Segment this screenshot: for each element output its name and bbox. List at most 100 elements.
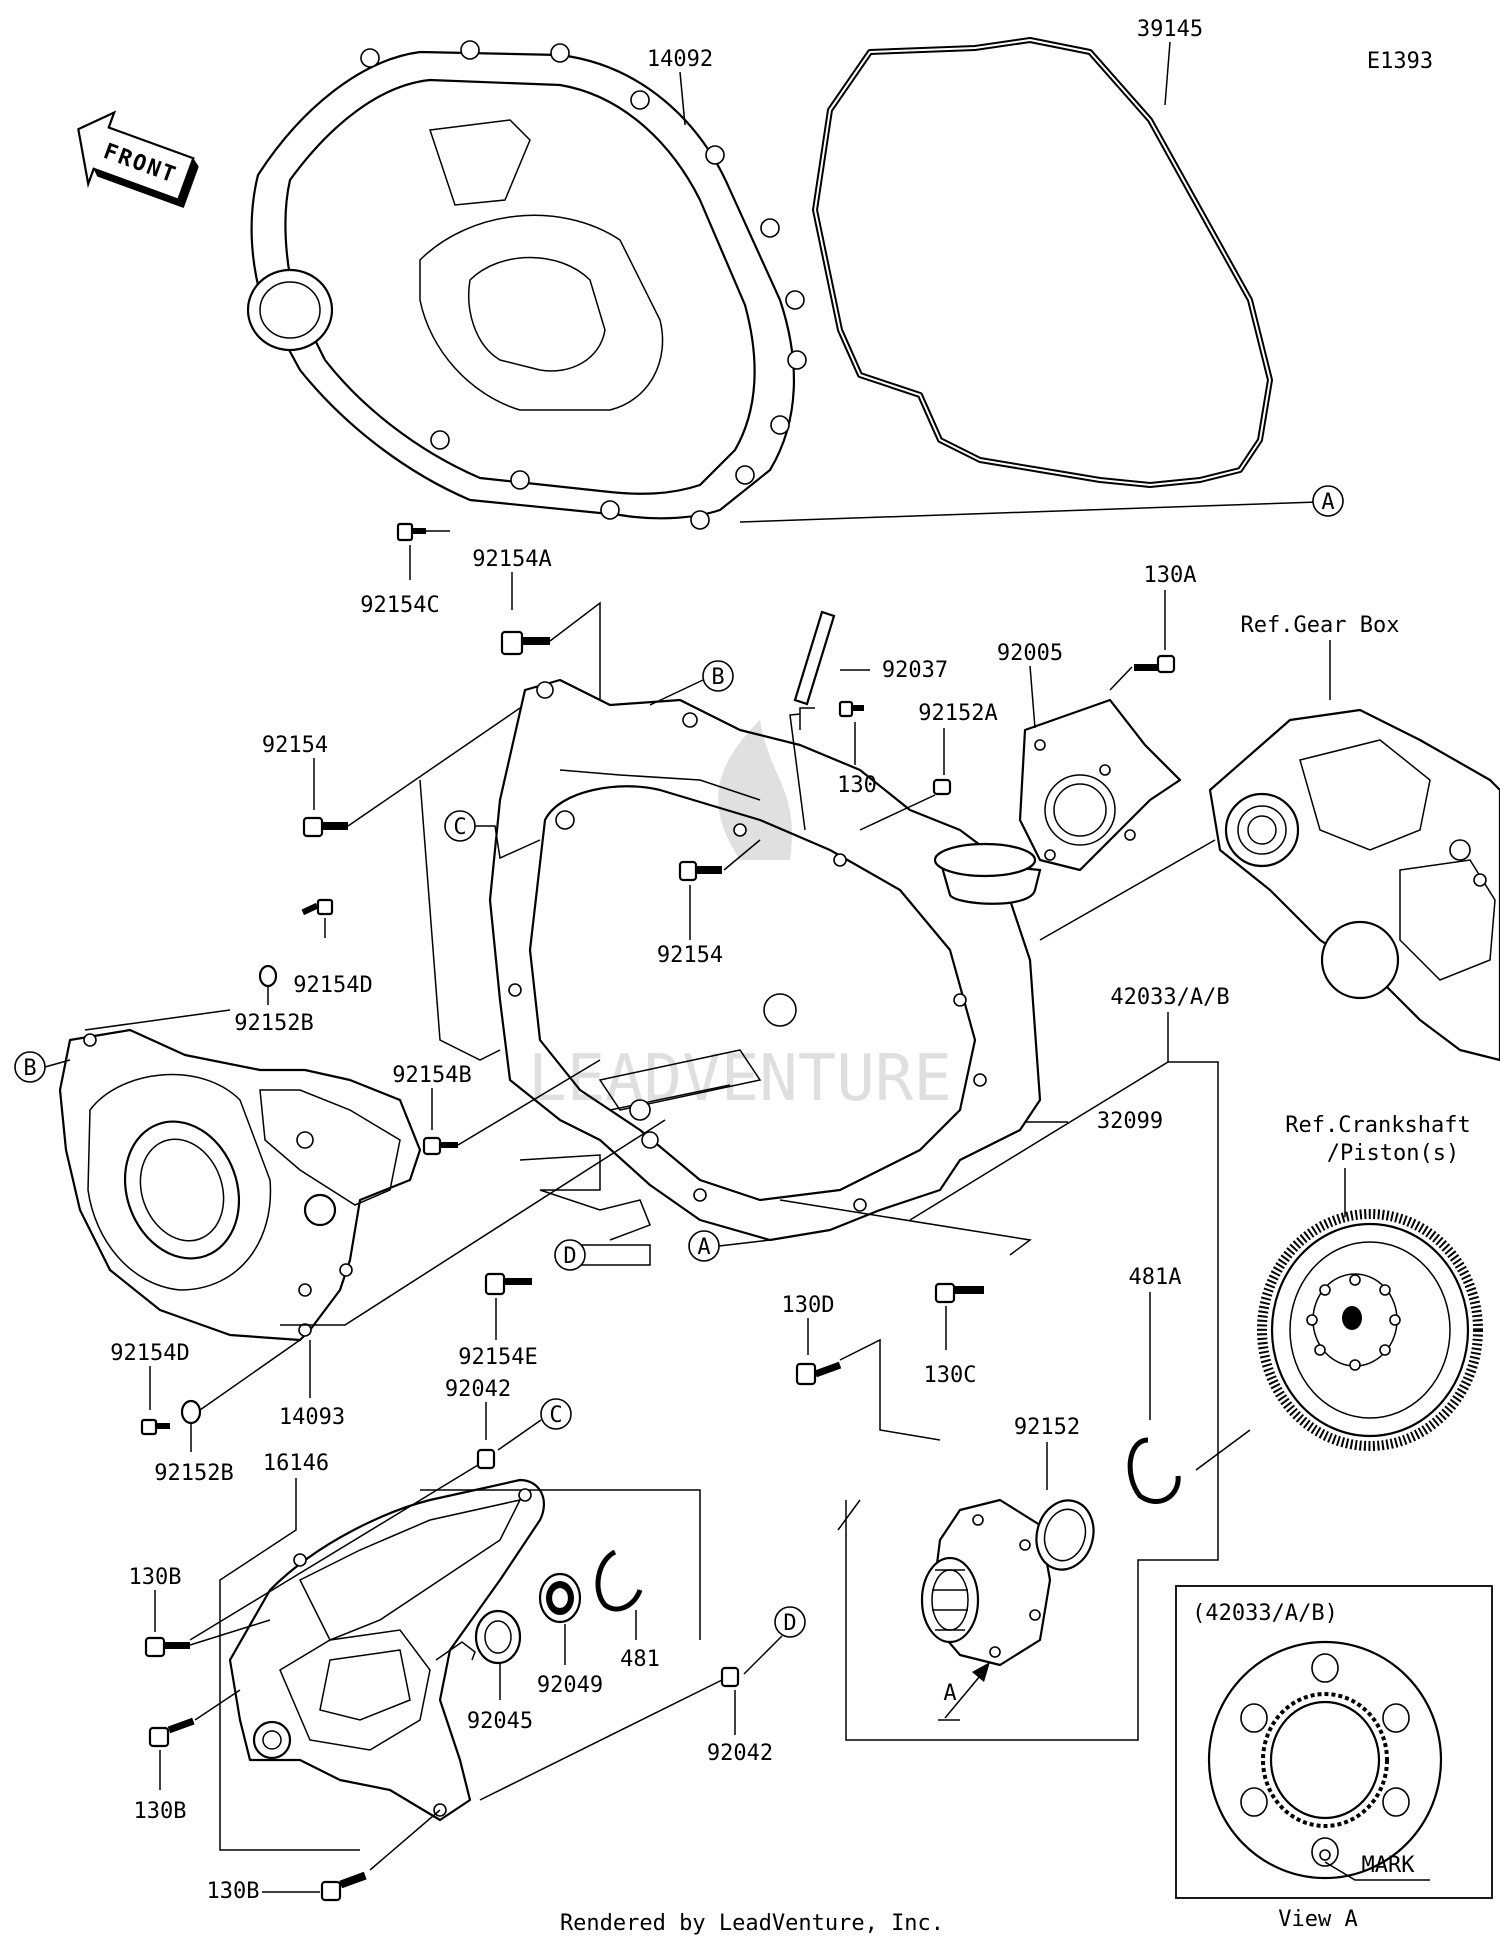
bolt-92154C (396, 522, 426, 542)
part-label-92154A: 92154A (472, 547, 551, 572)
part-label-92045: 92045 (467, 1709, 533, 1734)
callout-b-upper: B (702, 660, 734, 692)
part-label-92037: 92037 (882, 658, 948, 683)
part-label-92152B-upper: 92152B (234, 1011, 313, 1036)
diagram-code: E1393 (1367, 49, 1433, 74)
seal-92049 (538, 1572, 582, 1624)
ref-gear-box-label: Ref.Gear Box (1241, 613, 1400, 638)
part-label-130A: 130A (1144, 563, 1197, 588)
gasket-92005 (1018, 698, 1182, 872)
view-a-label: View A (1278, 1907, 1357, 1932)
part-label-92049: 92049 (537, 1673, 603, 1698)
cover-16146 (228, 1478, 545, 1822)
dowel-92042-lower (720, 1666, 740, 1688)
svg-text:C: C (453, 815, 466, 840)
bolt-92154-left (302, 816, 348, 838)
part-label-481: 481 (620, 1647, 660, 1672)
part-label-92154-center: 92154 (657, 943, 723, 968)
part-label-92152: 92152 (1014, 1415, 1080, 1440)
part-label-92042-lower: 92042 (707, 1741, 773, 1766)
part-label-92154E: 92154E (458, 1345, 537, 1370)
view-a-inset: (42033/A/B) MARK (1175, 1585, 1493, 1899)
mark-label: MARK (1362, 1853, 1416, 1878)
bolt-92154-center (678, 860, 722, 882)
watermark: LEADVENTURE (528, 720, 952, 1116)
part-label-92152A: 92152A (918, 701, 997, 726)
callout-d-upper: D (554, 1239, 586, 1271)
gear-box-reference (1208, 708, 1500, 1062)
bolt-92154E (484, 1272, 532, 1296)
part-label-92154D-lower: 92154D (110, 1341, 189, 1366)
callout-a-lower: A (688, 1230, 720, 1262)
circlip-481 (595, 1549, 643, 1612)
bolt-92154B (422, 1136, 458, 1156)
washer-92152B-upper (258, 964, 278, 988)
clutch-cover-14092 (246, 40, 807, 530)
part-label-14093: 14093 (279, 1405, 345, 1430)
part-label-130B-1: 130B (129, 1565, 182, 1590)
view-a-arrow: A (938, 1662, 990, 1721)
cover-14093 (58, 1028, 422, 1342)
part-label-39145: 39145 (1137, 17, 1203, 42)
ref-crankshaft-label-line2: /Piston(s) (1327, 1141, 1459, 1166)
front-arrow-icon: FRONT (77, 110, 199, 208)
gasket-39145 (812, 37, 1273, 488)
part-label-42033: 42033/A/B (1110, 985, 1229, 1010)
callout-b-left: B (14, 1051, 46, 1083)
washer-92152B-lower (180, 1399, 202, 1425)
part-label-481A: 481A (1129, 1265, 1182, 1290)
hub-front-view (1207, 1640, 1443, 1880)
watermark-text: LEADVENTURE (528, 1042, 952, 1116)
part-label-130C: 130C (924, 1363, 977, 1388)
bolt-92154D-upper (301, 898, 334, 916)
callout-a-top: A (1312, 485, 1344, 517)
bolt-92154D-lower (140, 1418, 170, 1436)
svg-text:B: B (23, 1056, 36, 1081)
bolt-130B-1 (144, 1636, 190, 1658)
bolt-92154A (500, 630, 550, 656)
svg-text:B: B (711, 665, 724, 690)
part-label-130D: 130D (782, 1293, 835, 1318)
svg-text:A: A (1321, 490, 1334, 515)
svg-text:A: A (943, 1681, 956, 1706)
svg-text:C: C (549, 1403, 562, 1428)
hub-42033 (920, 1498, 1052, 1667)
flywheel-reference (1257, 1209, 1483, 1451)
part-label-16146: 16146 (263, 1451, 329, 1476)
dowel-92042-upper (476, 1448, 496, 1470)
bolt-130B-3 (320, 1871, 367, 1902)
part-label-92042-upper: 92042 (445, 1377, 511, 1402)
housing-32099 (488, 678, 1042, 1242)
part-label-92154D-upper: 92154D (293, 973, 372, 998)
part-label-130B-3: 130B (207, 1879, 260, 1904)
part-label-92154B: 92154B (392, 1063, 471, 1088)
part-label-92154-left: 92154 (262, 733, 328, 758)
seal-92152 (1035, 1499, 1095, 1571)
ref-crankshaft-label-line1: Ref.Crankshaft (1285, 1113, 1470, 1138)
view-a-inset-title: (42033/A/B) (1192, 1601, 1338, 1626)
svg-text:A: A (697, 1235, 710, 1260)
bolt-130 (838, 700, 864, 718)
footer-credit: Rendered by LeadVenture, Inc. (560, 1911, 944, 1936)
part-label-92154C: 92154C (360, 593, 439, 618)
part-label-92152B-lower: 92152B (154, 1461, 233, 1486)
part-label-130: 130 (837, 773, 877, 798)
pin-92037 (793, 610, 836, 706)
part-label-32099: 32099 (1097, 1109, 1163, 1134)
collar-92152A (932, 778, 952, 796)
svg-text:D: D (563, 1244, 576, 1269)
bolt-130D (795, 1361, 842, 1386)
seal-92045 (474, 1609, 522, 1665)
part-label-14092: 14092 (647, 47, 713, 72)
part-label-92005: 92005 (997, 641, 1063, 666)
bolt-130A (1134, 654, 1176, 674)
callout-c-lower: C (540, 1398, 572, 1430)
bolt-130C (934, 1282, 984, 1304)
part-label-130B-2: 130B (134, 1799, 187, 1824)
callout-d-lower: D (774, 1606, 806, 1638)
svg-text:D: D (783, 1611, 796, 1636)
callout-c-upper: C (444, 810, 476, 842)
bolt-130B-2 (148, 1717, 195, 1748)
circlip-481A (1127, 1437, 1181, 1504)
